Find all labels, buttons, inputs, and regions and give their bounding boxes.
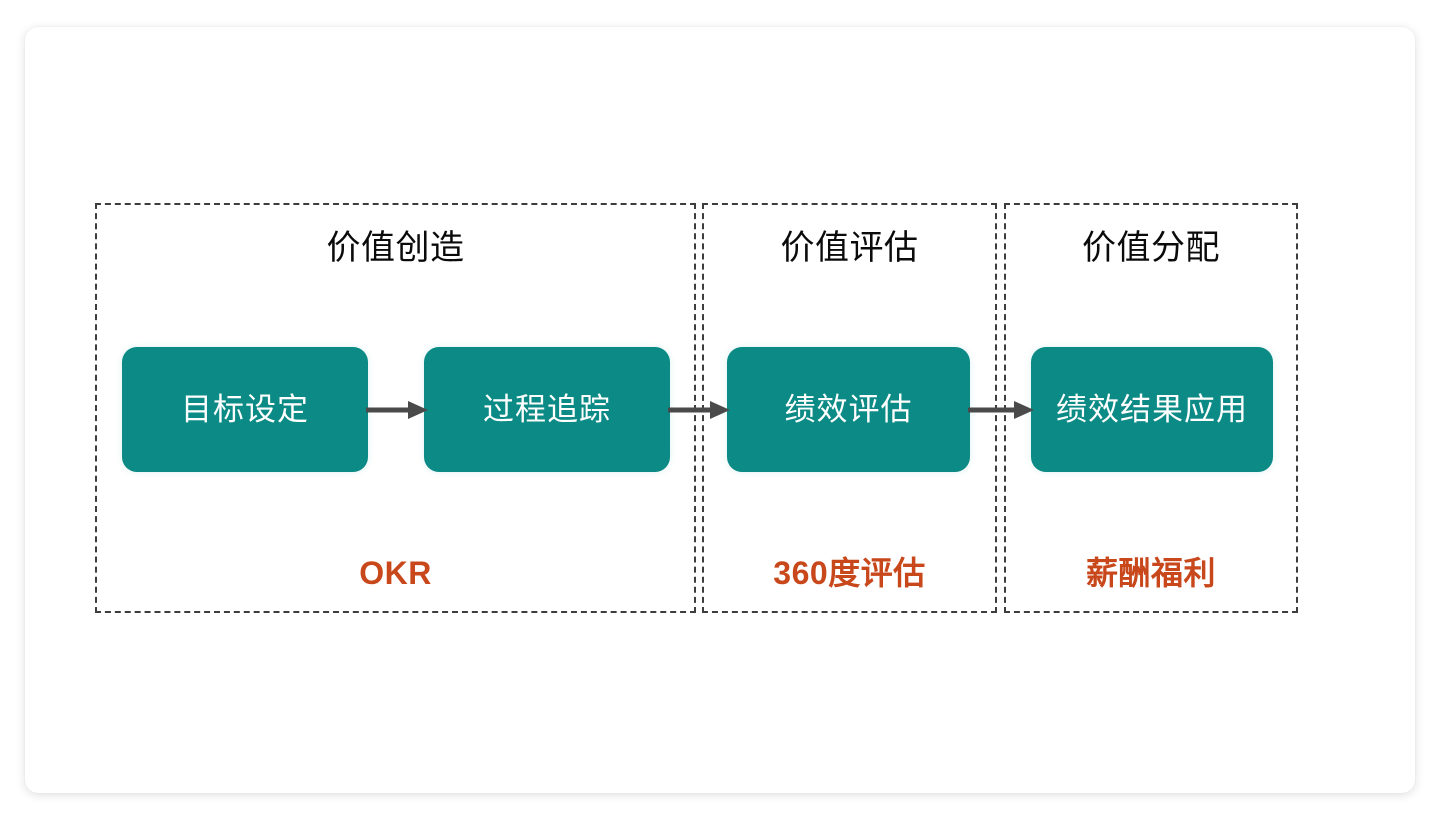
arrow-right-icon (968, 398, 1034, 422)
process-step-label: 过程追踪 (483, 391, 611, 427)
phase-title: 价值分配 (1082, 229, 1220, 267)
arrow-right-icon (366, 398, 428, 422)
process-step-progress-tracking[interactable]: 过程追踪 (424, 347, 670, 472)
process-step-result-application[interactable]: 绩效结果应用 (1031, 347, 1273, 472)
phase-title: 价值评估 (780, 229, 919, 267)
phase-title: 价值创造 (326, 229, 465, 267)
process-step-goal-setting[interactable]: 目标设定 (122, 347, 368, 472)
phase-tag: 360度评估 (773, 555, 926, 591)
arrow-right-icon (668, 398, 730, 422)
phase-tag: 薪酬福利 (1085, 555, 1216, 591)
process-step-performance-review[interactable]: 绩效评估 (727, 347, 970, 472)
phase-panel-value-assessment: 价值评估 360度评估 (702, 203, 997, 613)
phase-panel-value-creation: 价值创造 OKR (95, 203, 696, 613)
process-step-label: 绩效结果应用 (1056, 391, 1248, 427)
process-step-label: 目标设定 (181, 391, 309, 427)
phase-tag: OKR (359, 555, 432, 591)
phase-panel-value-distribution: 价值分配 薪酬福利 (1004, 203, 1298, 613)
process-step-label: 绩效评估 (784, 391, 913, 427)
